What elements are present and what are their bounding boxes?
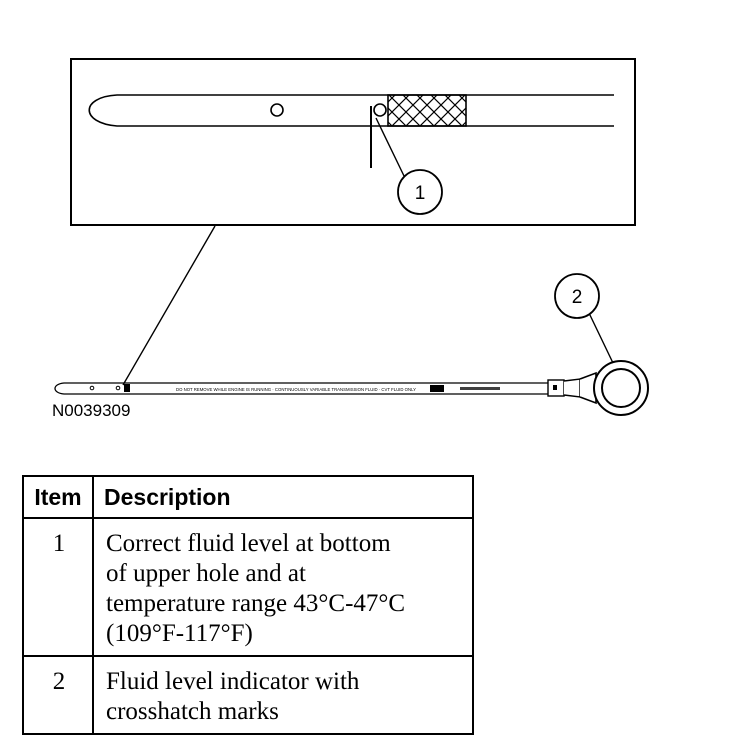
item-number: 2 (22, 655, 94, 735)
description-line: of upper hole and at (106, 560, 306, 587)
callout-2-label: 2 (572, 287, 583, 308)
figure-id: N0039309 (52, 401, 130, 420)
item-column-header: Item (22, 475, 94, 519)
callout-1-label: 1 (415, 183, 426, 204)
legend-table: Item Description 1 Correct fluid level a… (22, 475, 474, 735)
item-number: 1 (22, 517, 94, 657)
description-line: crosshatch marks (106, 698, 279, 725)
upper-hole (373, 103, 387, 117)
dipstick-taper (563, 378, 581, 398)
dipstick-diagram: 1 DO NOT REMOVE WHILE ENGINE IS RUNNING … (52, 58, 649, 420)
description-column-header: Description (92, 475, 474, 519)
detail-view: 1 (70, 58, 636, 226)
description-line: Correct fluid level at bottom (106, 530, 391, 557)
table-row: 2 Fluid level indicator with crosshatch … (22, 655, 474, 735)
dipstick: DO NOT REMOVE WHILE ENGINE IS RUNNING · … (54, 360, 649, 416)
magnified-blade (88, 94, 614, 127)
item-description: Fluid level indicator with crosshatch ma… (92, 655, 474, 735)
legend-header-row: Item Description (22, 475, 474, 519)
lower-hole (270, 103, 284, 117)
description-line: temperature range 43°C-47°C (106, 590, 406, 617)
description-line: (109°F-117°F) (106, 620, 253, 647)
handle-ring-inner (601, 368, 641, 408)
dipstick-printed-text: DO NOT REMOVE WHILE ENGINE IS RUNNING · … (176, 387, 416, 392)
detail-frame (70, 58, 636, 226)
detail-leader-line (122, 225, 216, 386)
item-description: Correct fluid level at bottom of upper h… (92, 517, 474, 657)
dipstick-band (430, 385, 444, 392)
description-line: Fluid level indicator with (106, 668, 360, 695)
callout-2-circle (554, 273, 600, 319)
dipstick-blade (54, 382, 548, 395)
dipstick-hole (115, 385, 121, 391)
callout-1-leader (375, 117, 406, 179)
callout-2-leader (588, 312, 614, 364)
table-row: 1 Correct fluid level at bottom of upper… (22, 517, 474, 657)
crosshatch-marks (387, 94, 467, 127)
callout-1-circle (397, 169, 443, 215)
